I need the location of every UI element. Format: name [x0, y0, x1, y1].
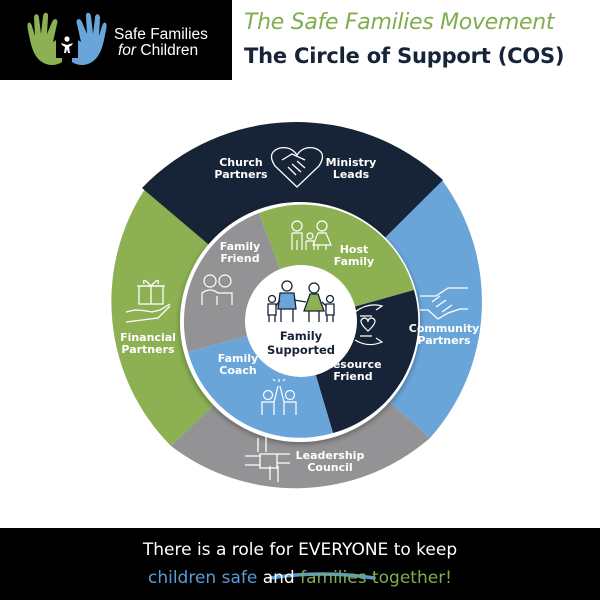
heart-handshake-icon [270, 147, 324, 188]
underline-swoosh [268, 572, 376, 580]
footer-banner: There is a role for EVERYONE to keep chi… [0, 528, 600, 600]
family-friend-label-2: Friend [220, 252, 259, 265]
stacked-hands-icon [245, 436, 290, 482]
leadership-council-label-1: Leadership [296, 449, 365, 462]
gift-in-hand-icon [125, 279, 171, 323]
footer-line-1: There is a role for EVERYONE to keep [142, 540, 458, 560]
resource-friend-label-2: Friend [333, 370, 372, 383]
church-partners-label-2: Partners [214, 168, 268, 181]
footer-line-2: children safe and families together! [147, 568, 452, 588]
family-icon [267, 280, 335, 322]
logo-text: Safe Families for Children [114, 27, 208, 59]
financial-partners-label-2: Partners [121, 343, 175, 356]
two-friends-icon [201, 274, 233, 305]
host-family-label-2: Family [334, 255, 374, 268]
family-coach-label-2: Coach [219, 364, 256, 377]
page-title: The Circle of Support (COS) [244, 44, 565, 68]
logo-line-1: Safe Families [114, 26, 208, 43]
family-friend-label-1: Family [220, 240, 260, 253]
logo: Safe Families for Children [0, 0, 232, 80]
logo-line-2: for Children [118, 42, 199, 59]
host-family-label-1: Host [340, 243, 369, 256]
center-label-line-2: Supported [267, 343, 335, 357]
community-partners-label-1: Community [409, 322, 479, 335]
family-coach-label-1: Family [218, 352, 258, 365]
ministry-leads-label-1: Ministry [326, 156, 377, 169]
everyone-emphasis: EVERYONE [298, 540, 389, 560]
financial-partners-label-1: Financial [120, 331, 176, 344]
caring-hands-heart-icon [354, 304, 384, 346]
hands-house-child-icon [27, 12, 107, 66]
community-partners-label-2: Partners [417, 334, 471, 347]
high-five-icon [261, 378, 297, 415]
leadership-council-label-2: Council [307, 461, 352, 474]
family-holding-hands-icon [291, 220, 332, 250]
center-circle [245, 265, 357, 377]
church-partners-label-1: Church [219, 156, 263, 169]
ministry-leads-label-2: Leads [333, 168, 370, 181]
center-label-line-1: Family [280, 329, 323, 343]
circle-of-support-diagram: Family Supported Family Friend Host Fami… [111, 122, 482, 489]
movement-subtitle: The Safe Families Movement [244, 10, 555, 35]
resource-friend-label-1: Resource [324, 358, 381, 371]
handshake-icon [420, 287, 468, 320]
